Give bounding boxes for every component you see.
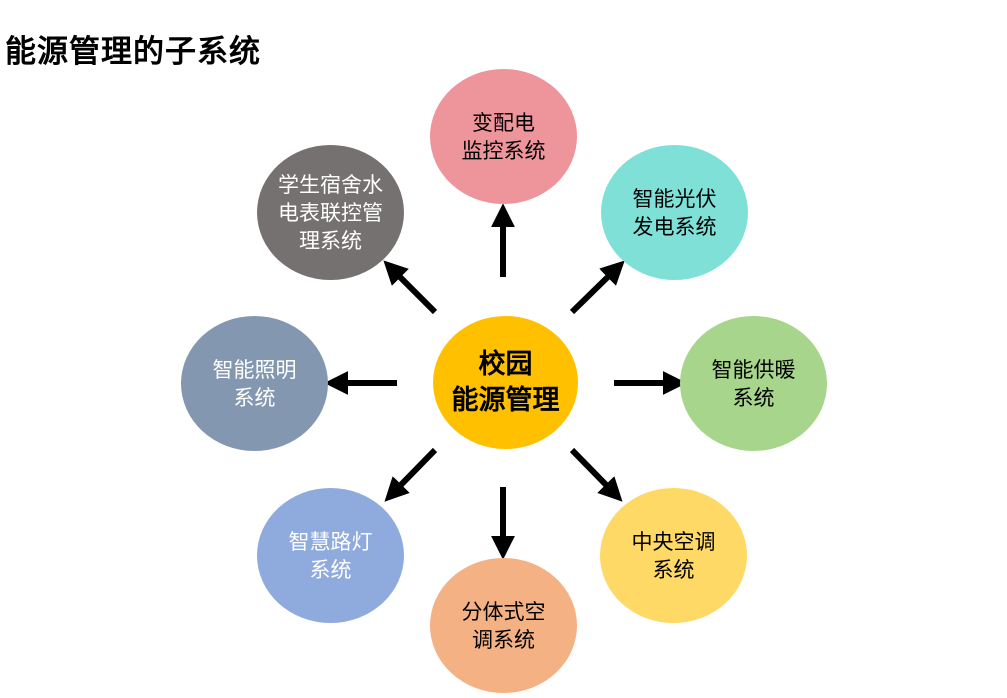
subsystem-node-substation: 变配电 监控系统: [430, 69, 577, 204]
subsystem-node-streetlight: 智慧路灯 系统: [257, 488, 404, 623]
subsystem-label-substation: 变配电 监控系统: [461, 110, 546, 163]
center-label: 校园 能源管理: [451, 348, 560, 416]
subsystem-node-split-ac: 分体式空 调系统: [430, 558, 577, 693]
arrow-to-streetlight: [384, 447, 438, 502]
subsystem-label-split-ac: 分体式空 调系统: [461, 599, 546, 652]
subsystem-node-dorm: 学生宿舍水 电表联控管 理系统: [257, 145, 404, 280]
subsystem-label-central-ac: 中央空调 系统: [631, 529, 716, 582]
subsystem-label-lighting: 智能照明 系统: [212, 357, 297, 410]
subsystem-node-pv: 智能光伏 发电系统: [601, 145, 748, 280]
subsystem-node-lighting: 智能照明 系统: [181, 316, 328, 451]
subsystem-node-heating: 智能供暖 系统: [680, 316, 827, 451]
subsystem-label-dorm: 学生宿舍水 电表联控管 理系统: [278, 172, 383, 253]
page-title: 能源管理的子系统: [5, 34, 261, 70]
arrow-to-dorm: [383, 260, 438, 315]
arrow-to-central-ac: [569, 447, 623, 502]
subsystem-label-pv: 智能光伏 发电系统: [632, 186, 717, 239]
subsystem-label-streetlight: 智慧路灯 系统: [288, 529, 373, 582]
subsystem-node-central-ac: 中央空调 系统: [600, 488, 747, 623]
arrow-to-pv: [569, 260, 625, 315]
subsystem-label-heating: 智能供暖 系统: [711, 357, 796, 410]
center-node: 校园 能源管理: [433, 316, 578, 449]
